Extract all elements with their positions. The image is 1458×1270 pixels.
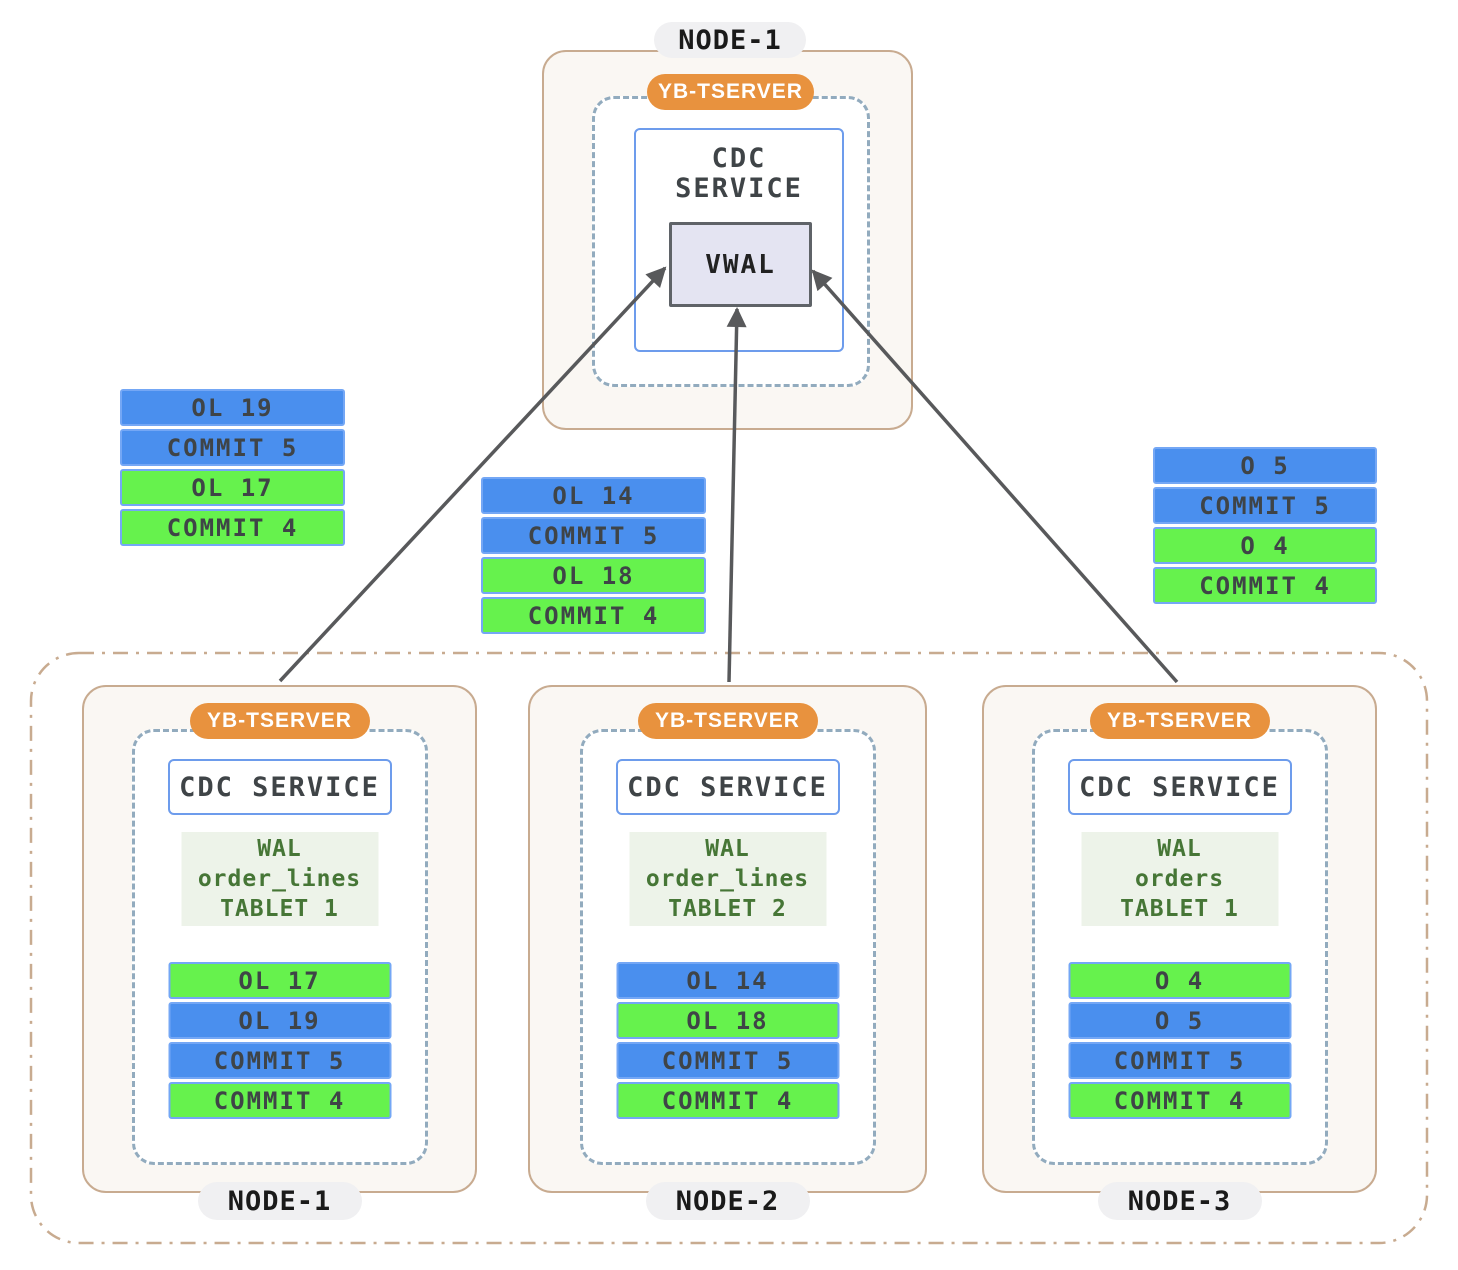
wal-entry: OL 14: [481, 477, 706, 514]
wal-entry: O 4: [1153, 527, 1377, 564]
node-label: NODE-2: [645, 1182, 810, 1220]
node-label: NODE-1: [197, 1182, 362, 1220]
wal-entry: OL 17: [168, 962, 391, 999]
wal-entry: OL 14: [616, 962, 839, 999]
tserver-badge: YB-TSERVER: [1089, 703, 1270, 739]
wal-entry: COMMIT 4: [481, 597, 706, 634]
wal-line: TABLET 1: [1120, 896, 1239, 922]
wal-tablet-block: WAL order_lines TABLET 1: [181, 832, 378, 926]
wal-tablet-block: WAL order_lines TABLET 2: [629, 832, 826, 926]
wal-entry: COMMIT 5: [481, 517, 706, 554]
cdc-service-box: CDC SERVICE: [615, 759, 840, 815]
wal-entry: O 4: [1068, 962, 1291, 999]
node-wal-stack: OL 17 OL 19 COMMIT 5 COMMIT 4: [168, 962, 391, 1119]
wal-tablet-block: WAL orders TABLET 1: [1081, 832, 1278, 926]
cluster-node-1: YB-TSERVER CDC SERVICE WAL order_lines T…: [82, 685, 477, 1220]
wal-line: order_lines: [197, 866, 362, 892]
cdc-title-line2: SERVICE: [675, 173, 803, 204]
wal-entry: COMMIT 5: [120, 429, 345, 466]
wal-line: order_lines: [645, 866, 810, 892]
cdc-service-box: CDC SERVICE: [1067, 759, 1292, 815]
wal-entry: OL 19: [120, 389, 345, 426]
top-cdc-service-box: CDC SERVICE VWAL: [634, 128, 844, 352]
tserver-badge: YB-TSERVER: [637, 703, 818, 739]
node-label: NODE-3: [1097, 1182, 1262, 1220]
wal-entry: O 5: [1153, 447, 1377, 484]
wal-entry: COMMIT 4: [120, 509, 345, 546]
wal-line: TABLET 1: [220, 896, 339, 922]
wal-entry: COMMIT 5: [616, 1042, 839, 1079]
wal-entry: OL 17: [120, 469, 345, 506]
node-wal-stack: OL 14 OL 18 COMMIT 5 COMMIT 4: [616, 962, 839, 1119]
top-tserver-badge: YB-TSERVER: [647, 74, 814, 110]
vwal-box: VWAL: [669, 222, 812, 307]
cdc-title-line1: CDC: [711, 143, 767, 174]
wal-entry: O 5: [1068, 1002, 1291, 1039]
wal-entry: COMMIT 5: [1153, 487, 1377, 524]
cluster-node-3: YB-TSERVER CDC SERVICE WAL orders TABLET…: [982, 685, 1377, 1220]
top-cdc-service-title: CDC SERVICE: [636, 130, 842, 204]
wal-line: WAL: [257, 836, 302, 862]
wal-entry: OL 18: [616, 1002, 839, 1039]
wal-line: WAL: [705, 836, 750, 862]
wal-entry: OL 18: [481, 557, 706, 594]
wal-entry: COMMIT 4: [1068, 1082, 1291, 1119]
floating-stack-right: O 5 COMMIT 5 O 4 COMMIT 4: [1153, 447, 1377, 604]
node-wal-stack: O 4 O 5 COMMIT 5 COMMIT 4: [1068, 962, 1291, 1119]
wal-line: TABLET 2: [668, 896, 787, 922]
wal-entry: COMMIT 4: [168, 1082, 391, 1119]
wal-line: orders: [1134, 866, 1225, 892]
top-node-box: NODE-1 YB-TSERVER CDC SERVICE VWAL: [542, 22, 913, 430]
top-node-label: NODE-1: [654, 22, 806, 58]
wal-entry: OL 19: [168, 1002, 391, 1039]
wal-entry: COMMIT 5: [1068, 1042, 1291, 1079]
wal-entry: COMMIT 4: [616, 1082, 839, 1119]
cdc-service-box: CDC SERVICE: [167, 759, 392, 815]
floating-stack-middle: OL 14 COMMIT 5 OL 18 COMMIT 4: [481, 477, 706, 634]
cluster-node-2: YB-TSERVER CDC SERVICE WAL order_lines T…: [528, 685, 927, 1220]
wal-line: WAL: [1157, 836, 1202, 862]
wal-entry: COMMIT 4: [1153, 567, 1377, 604]
floating-stack-left: OL 19 COMMIT 5 OL 17 COMMIT 4: [120, 389, 345, 546]
tserver-badge: YB-TSERVER: [189, 703, 370, 739]
wal-entry: COMMIT 5: [168, 1042, 391, 1079]
